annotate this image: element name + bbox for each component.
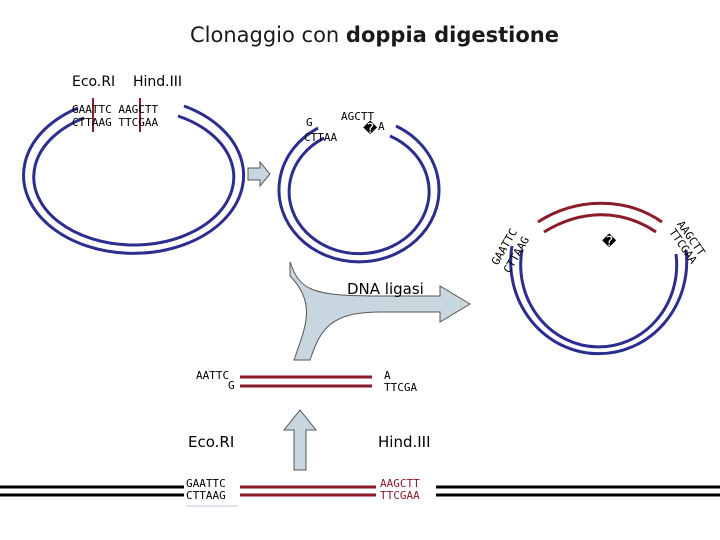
diagram-title: Clonaggio con doppia digestione [190,23,559,47]
gap-glyph-recombinant: � [602,233,617,250]
arrow-right-icon [247,160,271,188]
insert-left-top: AATTC [196,369,229,382]
cut-right-bottom: A [378,120,385,133]
bottom-right-bottom: TTCGAA [380,489,420,502]
cut-markers-left [92,98,141,132]
bottom-left-top: GAATTC [186,477,226,490]
gap-glyph-cut: � [363,120,378,137]
insert-right-bottom: TTCGA [384,381,417,394]
bottom-dna [0,485,720,497]
insert-right-top: A [384,369,391,382]
cut-right-top: AGCTT [341,110,374,123]
title-bold: doppia digestione [346,23,559,47]
arrow-up-icon [282,409,318,471]
plasmid-left [22,104,246,255]
cut-left-bottom: CTTAA [304,131,337,144]
ecori-label-bottom: Eco.RI [188,433,234,451]
hindiii-label-top: Hind.III [133,74,182,90]
cut-left-top: G [306,116,313,129]
plasmid-cut [277,124,441,264]
ligase-merge-arrow [289,261,471,361]
hindiii-label-bottom: Hind.III [378,433,431,451]
insert-fragment [240,375,372,388]
plasmid-recombinant [509,201,689,356]
ligase-label: DNA ligasi [347,280,424,298]
bottom-left-bottom: CTTAAG [186,489,226,502]
insert-left-bottom: G [228,379,235,392]
ecori-label-top: Eco.RI [72,74,115,90]
bottom-right-top: AAGCTT [380,477,420,490]
plasmid-seq-top: GAATTC AAGCTT [72,103,158,116]
plasmid-seq-bottom: CTTAAG TTCGAA [72,116,158,129]
title-prefix: Clonaggio con [190,23,346,47]
